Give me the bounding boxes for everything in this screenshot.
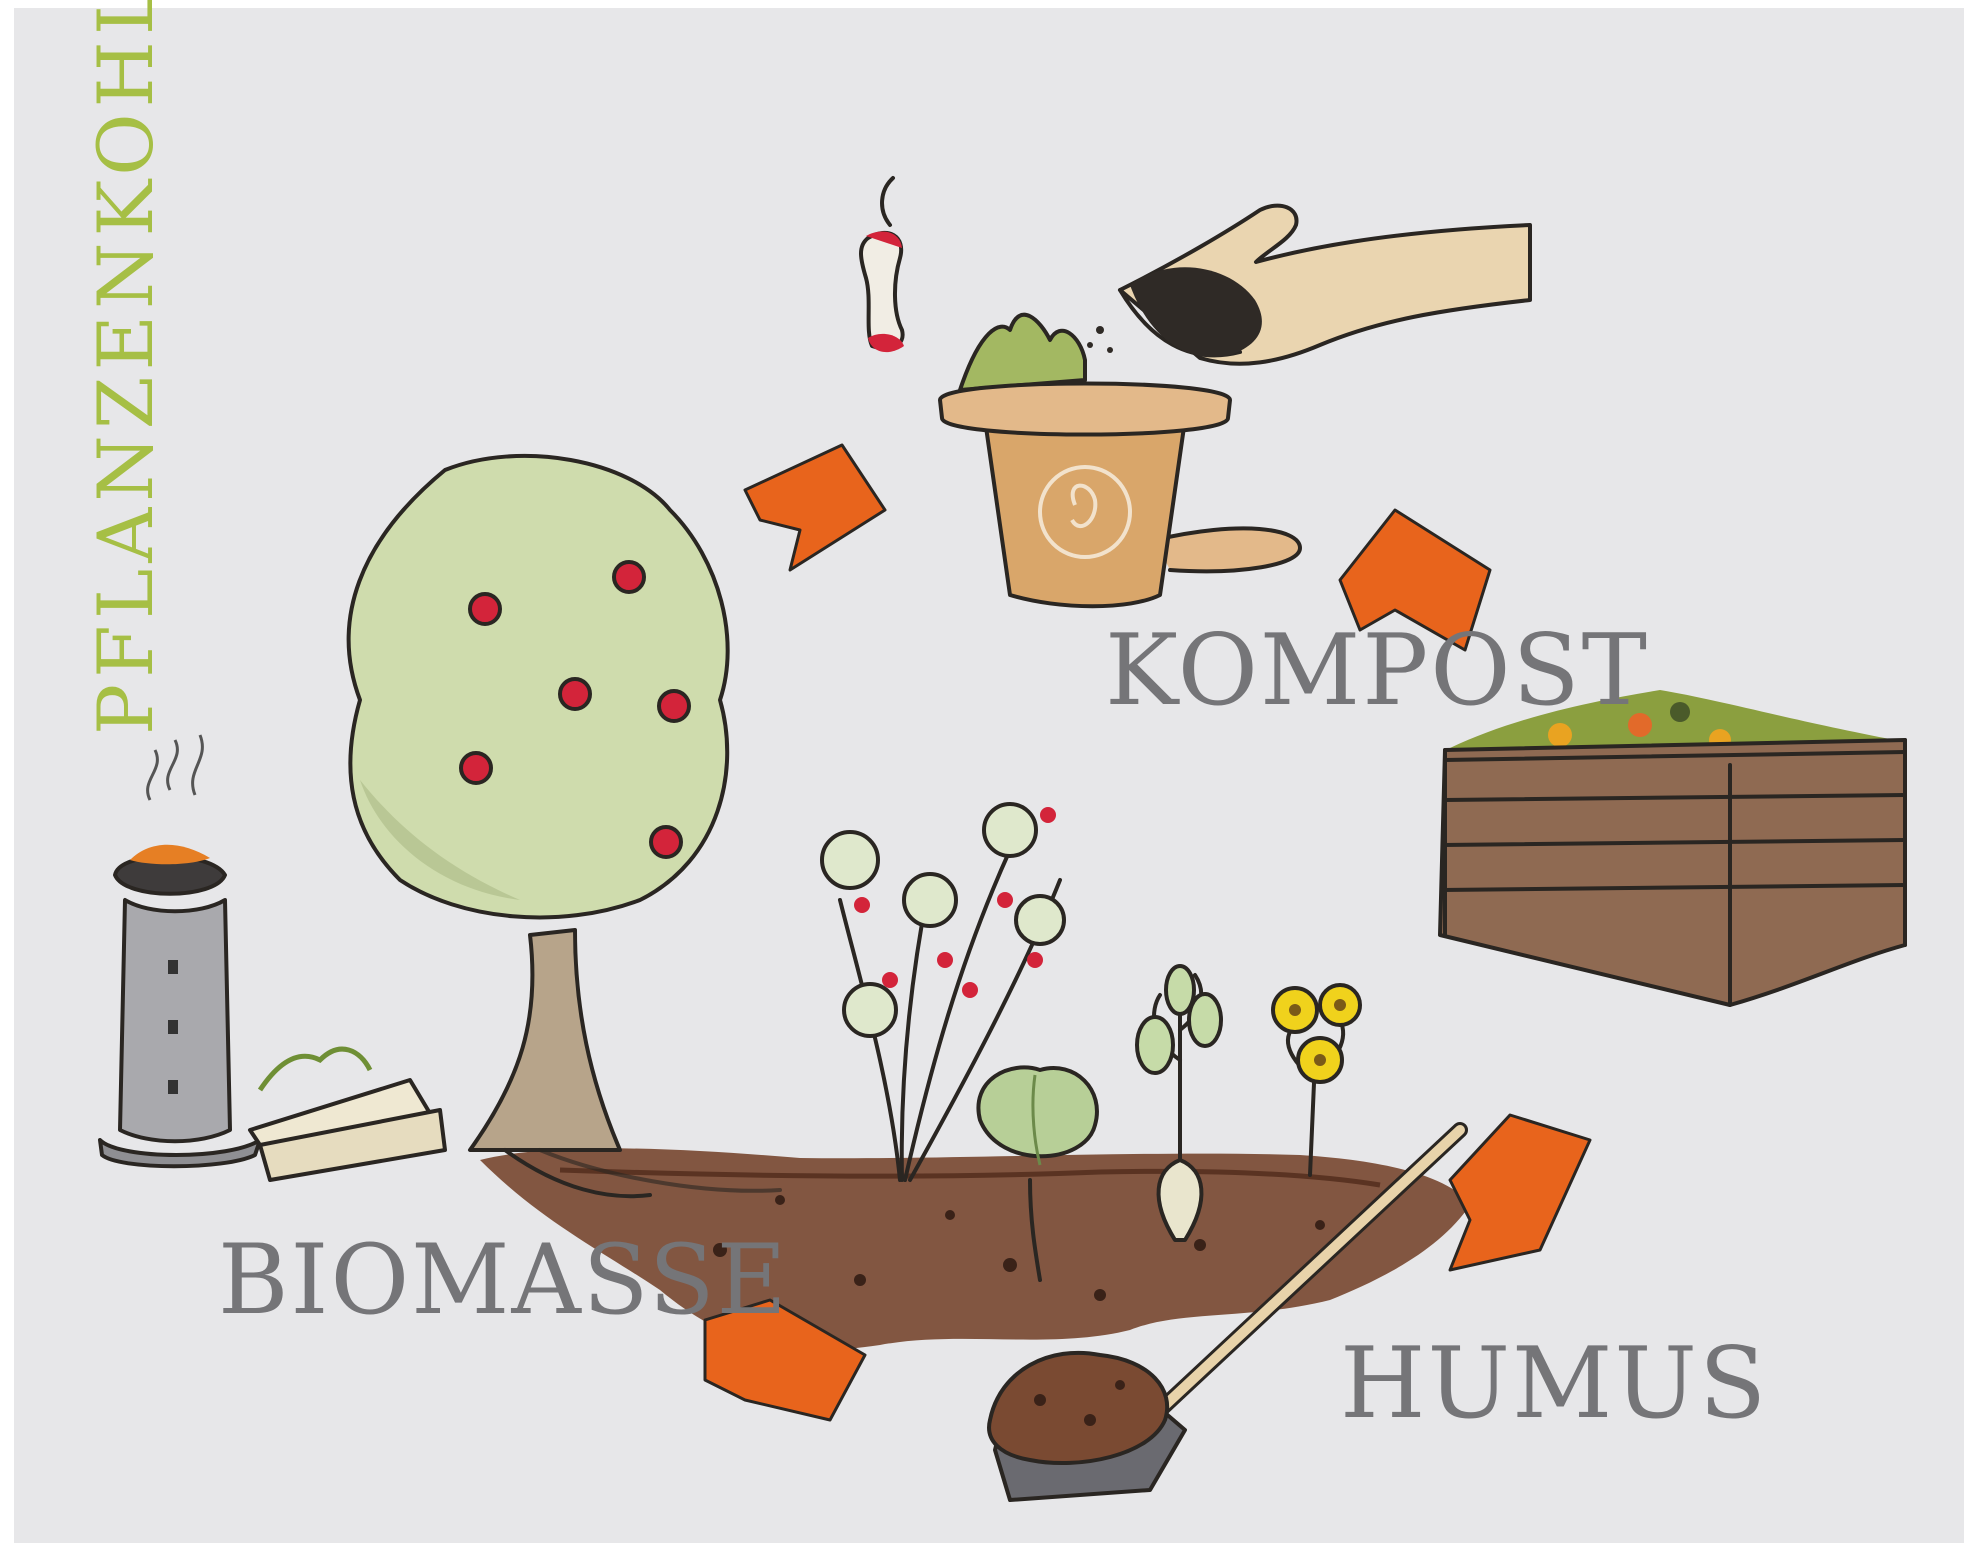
title-pflanzenkohle: PFLANZENKOHLE: [88, 0, 164, 735]
label-humus: HUMUS: [1340, 1335, 1768, 1433]
label-kompost: KOMPOST: [1105, 622, 1649, 720]
arrow-biomasse-to-kompost: [745, 445, 885, 570]
biochar-kiln-icon: [100, 735, 260, 1166]
yellow-flower-icon: [1273, 985, 1360, 1175]
compost-crate-icon: [1440, 690, 1905, 1005]
apple-core-icon: [861, 178, 904, 352]
hand-pouring-biochar-icon: [1087, 206, 1530, 364]
label-biomasse: BIOMASSE: [218, 1232, 789, 1328]
wood-pile-icon: [250, 1049, 445, 1180]
arrow-crate-to-humus: [1450, 1115, 1590, 1270]
